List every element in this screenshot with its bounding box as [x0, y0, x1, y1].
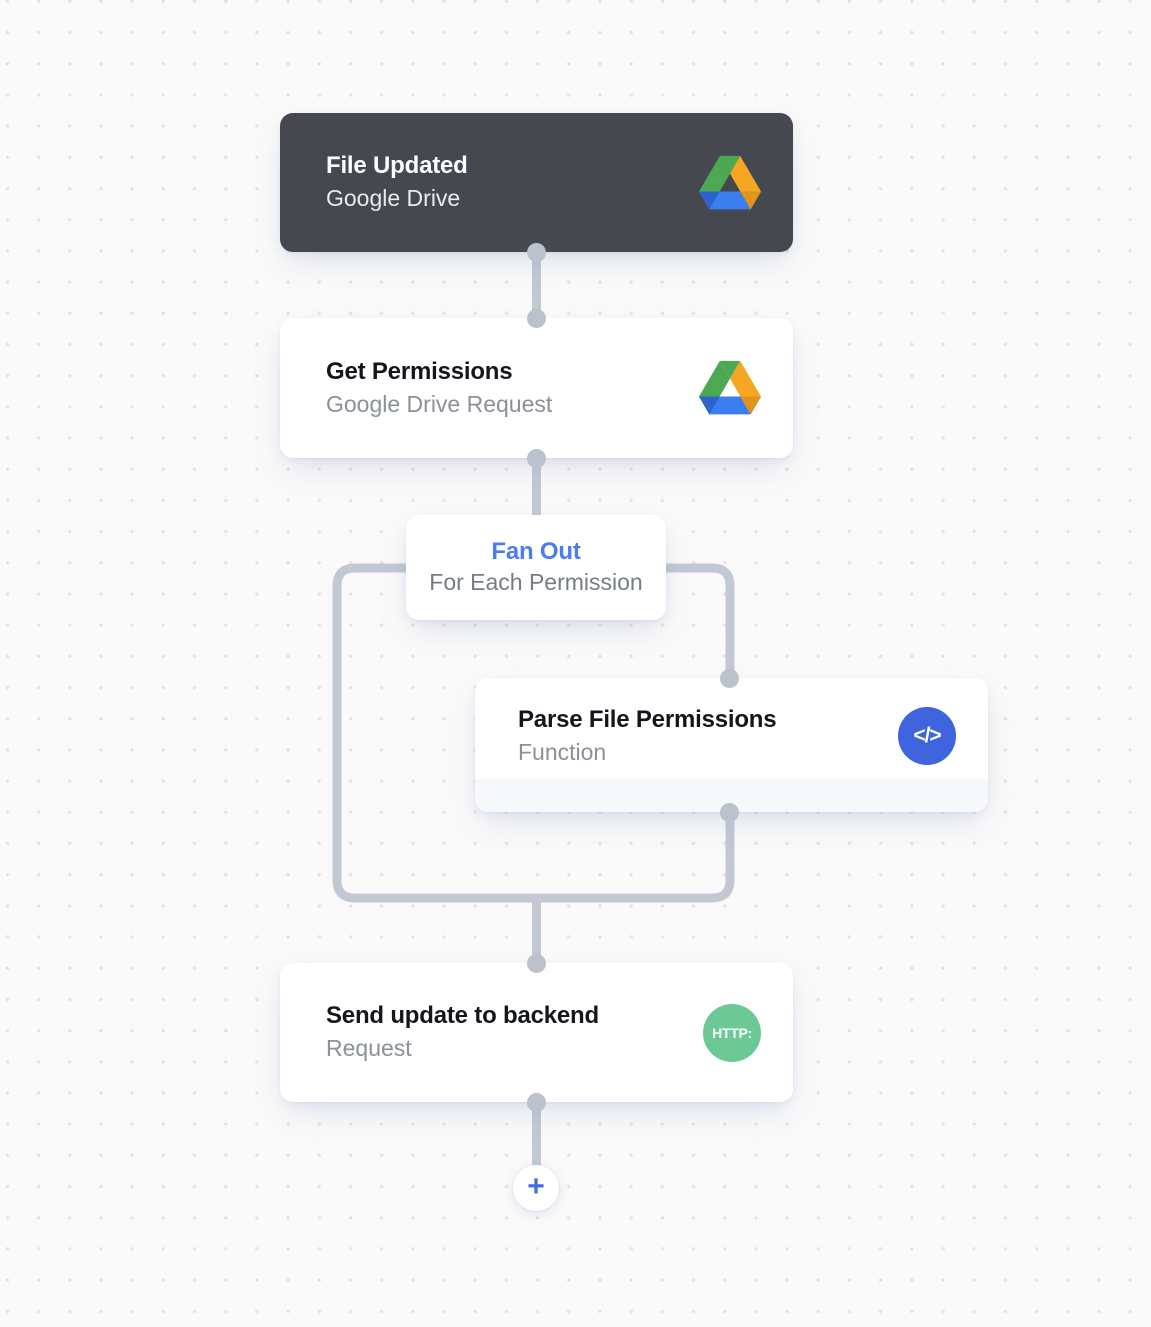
node-subtitle: Google Drive Request — [326, 390, 553, 417]
connector-dot-trigger-out — [527, 243, 546, 262]
node-text-block: File Updated Google Drive — [326, 152, 699, 212]
node-send-update-to-backend[interactable]: Send update to backend Request HTTP: — [280, 963, 793, 1102]
node-file-updated[interactable]: File Updated Google Drive — [280, 113, 793, 252]
node-title: Send update to backend — [326, 1002, 599, 1030]
node-icon-wrapper: </> — [898, 707, 956, 765]
http-icon-glyph: HTTP: — [712, 1024, 752, 1041]
code-icon-glyph: </> — [913, 724, 941, 747]
google-drive-icon — [699, 155, 761, 211]
connector-dot-parse-in — [720, 669, 739, 688]
node-subtitle: For Each Permission — [429, 569, 643, 596]
node-subtitle: Request — [326, 1035, 412, 1062]
node-text-block: Parse File Permissions Function — [518, 705, 898, 784]
node-subtitle: Function — [518, 738, 607, 765]
connector-dot-send-in — [527, 954, 546, 973]
node-fan-out[interactable]: Fan Out For Each Permission — [406, 515, 666, 620]
connector-dot-get-permissions-in — [527, 309, 546, 328]
http-icon: HTTP: — [703, 1003, 761, 1062]
connector-dot-get-permissions-out — [527, 449, 546, 468]
plus-icon: + — [527, 1169, 545, 1203]
node-text-block: Get Permissions Google Drive Request — [326, 357, 699, 418]
add-step-button[interactable]: + — [513, 1165, 559, 1211]
google-drive-icon — [699, 360, 761, 416]
node-text-block: Send update to backend Request — [326, 1002, 703, 1062]
node-title: Fan Out — [491, 538, 581, 566]
node-title: Parse File Permissions — [518, 705, 777, 733]
node-title: File Updated — [326, 152, 468, 180]
node-title: Get Permissions — [326, 357, 513, 385]
wire-fanout-to-parse — [661, 563, 735, 683]
node-get-permissions[interactable]: Get Permissions Google Drive Request — [280, 318, 793, 458]
connector-dot-parse-out — [720, 803, 739, 822]
node-parse-file-permissions[interactable]: Parse File Permissions Function </> — [475, 678, 988, 812]
node-subtitle: Google Drive — [326, 185, 461, 212]
node-text-block: Fan Out For Each Permission — [429, 538, 643, 596]
connector-dot-send-out — [527, 1093, 546, 1112]
code-icon: </> — [898, 707, 956, 765]
node-icon-wrapper: HTTP: — [703, 1003, 761, 1062]
